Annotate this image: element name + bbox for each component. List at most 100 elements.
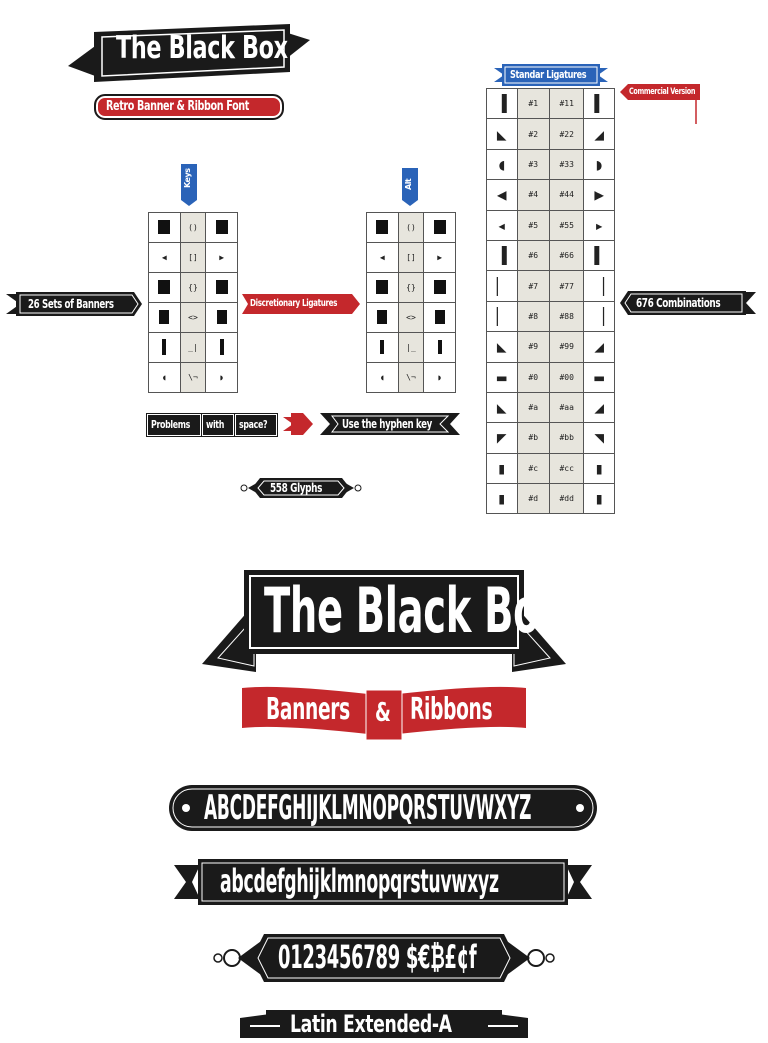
- ligature-end-glyph: ▶: [583, 179, 615, 211]
- arrow-right-glyph: ▶: [423, 242, 456, 273]
- main-logo-title: The Black Box: [264, 574, 564, 647]
- combinations-banner: 676 Combinations: [620, 290, 756, 316]
- banner-end-glyph: [205, 212, 238, 243]
- ligature-end-glyph: ◥: [583, 422, 615, 454]
- banner-start-glyph: [148, 302, 181, 333]
- ligature-end-glyph: ◢: [583, 118, 615, 150]
- alt-grid: () ◀[]▶ {} <> |_ ◖\¬◗: [366, 212, 456, 393]
- keys-grid-row: ◀[]▶: [148, 242, 238, 273]
- uppercase-banner: ABCDEFGHIJKLMNOPQRSTUVWXYZ: [168, 784, 598, 832]
- problems-word-3-text: space?: [239, 418, 268, 431]
- banners-word: Banners: [266, 692, 350, 727]
- ligature-single-code: #b: [516, 422, 550, 454]
- ligature-start-glyph: ▬: [486, 361, 518, 393]
- alt-marker: Alt: [402, 168, 418, 206]
- keys-marker-label: Keys: [183, 168, 192, 188]
- ligature-single-code: #0: [516, 361, 550, 393]
- problems-word-2: with: [201, 413, 235, 437]
- key-code: \¬: [179, 362, 207, 393]
- ligature-double-code: #55: [548, 209, 585, 241]
- arrow-left-glyph: ◀: [148, 242, 181, 273]
- combinations-label: 676 Combinations: [636, 296, 721, 310]
- ligature-start-glyph: ◖: [486, 148, 518, 181]
- banner-start-glyph: [366, 272, 399, 303]
- top-logo-subtitle-ribbon: Retro Banner & Ribbon Font: [94, 94, 284, 120]
- banner-start-glyph: [148, 272, 181, 303]
- key-code: <>: [179, 302, 207, 333]
- ligature-double-code: #99: [548, 331, 585, 363]
- glyph-count-label: 558 Glyphs: [270, 481, 323, 495]
- arrow-left-glyph: ◀: [366, 242, 399, 273]
- ligature-start-glyph: ◤: [486, 422, 518, 454]
- glyph-count-banner: 558 Glyphs: [240, 476, 362, 500]
- ligature-single-code: #c: [516, 452, 550, 485]
- extended-text: Latin Extended-A: [290, 1010, 452, 1038]
- top-logo-subtitle: Retro Banner & Ribbon Font: [106, 99, 250, 114]
- red-arrow-icon: [283, 413, 315, 435]
- banner-end-glyph: [423, 302, 456, 333]
- ligature-double-code: #33: [548, 148, 585, 181]
- key-code: []: [179, 242, 207, 273]
- discretionary-ligatures-banner: Discretionary Ligatures: [242, 294, 360, 314]
- numerals-banner: 0123456789 $€₿£¢f: [212, 932, 556, 984]
- ligature-single-code: #2: [516, 118, 550, 150]
- commercial-version-flag: Commercial Version: [620, 84, 704, 126]
- key-code: (): [179, 212, 207, 243]
- ligature-end-glyph: ▮: [583, 483, 615, 515]
- ligature-double-code: #22: [548, 118, 585, 150]
- ligature-double-code: #88: [548, 300, 585, 333]
- ligature-end-glyph: ▌: [583, 87, 615, 120]
- ligature-row: ▮#c#cc▮: [486, 452, 615, 485]
- sets-of-banners-banner: 26 Sets of Banners: [6, 292, 142, 316]
- ligature-single-code: #3: [516, 148, 550, 181]
- ligature-double-code: #77: [548, 270, 585, 302]
- ligature-start-glyph: ◣: [486, 391, 518, 424]
- keys-marker: Keys: [181, 164, 197, 206]
- standard-ligatures-banner: Standar Ligatures: [494, 64, 608, 86]
- ligature-row: ◂#5#55▸: [486, 209, 615, 241]
- key-code: (): [397, 212, 425, 243]
- half-circle-left-glyph: ◖: [366, 362, 399, 393]
- ligature-row: ◤#b#bb◥: [486, 422, 615, 454]
- bar-glyph: [366, 332, 399, 363]
- ligature-double-code: #11: [548, 87, 585, 120]
- ligature-double-code: #bb: [548, 422, 585, 454]
- top-logo: The Black Box Retro Banner & Ribbon Font: [58, 18, 320, 123]
- banner-end-glyph: [205, 302, 238, 333]
- ligature-row: ▐#1#11▌: [486, 87, 615, 120]
- ligature-double-code: #00: [548, 361, 585, 393]
- keys-grid-row: {}: [148, 272, 238, 303]
- ligature-single-code: #9: [516, 331, 550, 363]
- half-circle-left-glyph: ◖: [148, 362, 181, 393]
- ligature-row: ◖#3#33◗: [486, 148, 615, 181]
- ligature-start-glyph: ▮: [486, 452, 518, 485]
- standard-ligatures-label: Standar Ligatures: [510, 68, 587, 81]
- ligature-single-code: #7: [516, 270, 550, 302]
- ligature-end-glyph: ▕: [583, 300, 615, 333]
- ligature-row: ▏#7#77▕: [486, 270, 615, 302]
- ligature-start-glyph: ▮: [486, 483, 518, 515]
- hyphen-note-label: Use the hyphen key: [342, 417, 432, 431]
- ligature-row: ▏#8#88▕: [486, 300, 615, 333]
- bar-glyph: [205, 332, 238, 363]
- ligature-double-code: #aa: [548, 391, 585, 424]
- ligatures-table: ▐#1#11▌◣#2#22◢◖#3#33◗◀#4#44▶◂#5#55▸▐#6#6…: [486, 87, 615, 515]
- keys-grid-row: ◖\¬◗: [148, 362, 238, 393]
- ligature-end-glyph: ◢: [583, 331, 615, 363]
- ligature-start-glyph: ▐: [486, 87, 518, 120]
- alt-grid-row: ◀[]▶: [366, 242, 456, 273]
- ligature-row: ▬#0#00▬: [486, 361, 615, 393]
- ligature-single-code: #d: [516, 483, 550, 515]
- ligature-single-code: #6: [516, 239, 550, 272]
- ligature-single-code: #8: [516, 300, 550, 333]
- key-code: |_: [397, 332, 425, 363]
- banner-start-glyph: [366, 302, 399, 333]
- ligature-row: ▮#d#dd▮: [486, 483, 615, 515]
- banner-end-glyph: [423, 272, 456, 303]
- key-code: {}: [397, 272, 425, 303]
- half-circle-right-glyph: ◗: [205, 362, 238, 393]
- ligature-double-code: #66: [548, 239, 585, 272]
- ligature-start-glyph: ◣: [486, 118, 518, 150]
- alt-grid-row: <>: [366, 302, 456, 333]
- ribbons-word: Ribbons: [410, 692, 493, 727]
